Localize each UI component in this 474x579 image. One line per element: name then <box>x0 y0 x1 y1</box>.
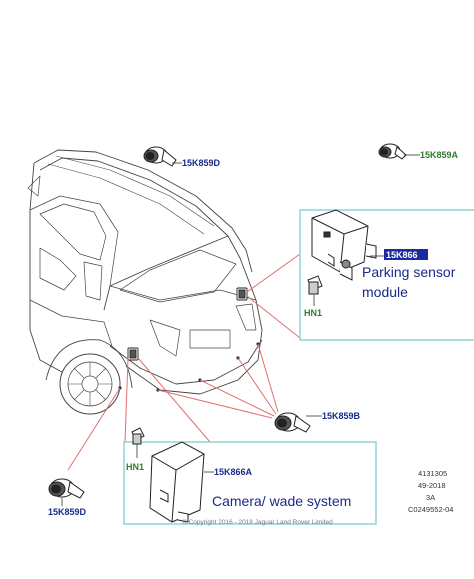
parking-module-callout: HN1 15K866 Parking sensor module <box>299 209 474 341</box>
sensor-top-left: 15K859D <box>143 146 221 168</box>
camera-on-vehicle <box>236 287 248 301</box>
camera-callout-text: Camera/ wade system <box>212 493 351 509</box>
sensor-bottom-left-label: 15K859D <box>48 507 87 517</box>
parking-callout-line2: module <box>362 284 408 300</box>
sensor-top-left-label: 15K859D <box>182 158 221 168</box>
camera-module-part-label: 15K866A <box>214 467 253 477</box>
parking-module-icon <box>311 209 377 281</box>
parking-module-callout-box <box>299 209 474 341</box>
vehicle-outline <box>27 149 263 415</box>
sensor-bottom-right: 15K859B <box>274 411 361 433</box>
parking-module-part-highlight <box>384 249 428 260</box>
parking-module-nut-icon <box>307 275 323 295</box>
meta-line1: 4131305 <box>418 469 447 478</box>
camera-module-icon <box>149 441 205 523</box>
sensor-icon <box>274 412 311 433</box>
sensor-icon <box>48 478 85 499</box>
parking-nut-label: HN1 <box>304 308 322 318</box>
parking-module-part-label: 15K866 <box>386 250 418 260</box>
sensor-bottom-left: 15K859D <box>48 478 87 517</box>
sensor-top-right-label: 15K859A <box>420 150 459 160</box>
camera-callout: HN1 15K866A Camera/ wade system © Copyri… <box>123 427 377 526</box>
copyright-text: © Copyright 2016 - 2018 Jaguar Land Rove… <box>182 518 333 526</box>
camera-callout-box <box>123 441 377 525</box>
meta-line4: C0249552-04 <box>408 505 453 514</box>
diagram-meta: 4131305 49-2018 3A C0249552-04 <box>408 469 453 514</box>
meta-line2: 49-2018 <box>418 481 446 490</box>
sensor-top-right: 15K859A <box>378 143 459 160</box>
wade-sensor-on-vehicle <box>127 347 139 361</box>
camera-nut-label: HN1 <box>126 462 144 472</box>
parking-callout-line1: Parking sensor <box>362 264 456 280</box>
sensor-bottom-right-label: 15K859B <box>322 411 361 421</box>
meta-line3: 3A <box>426 493 435 502</box>
sensor-icon <box>143 146 177 167</box>
sensor-icon <box>378 143 407 160</box>
leader-lines <box>67 253 301 471</box>
